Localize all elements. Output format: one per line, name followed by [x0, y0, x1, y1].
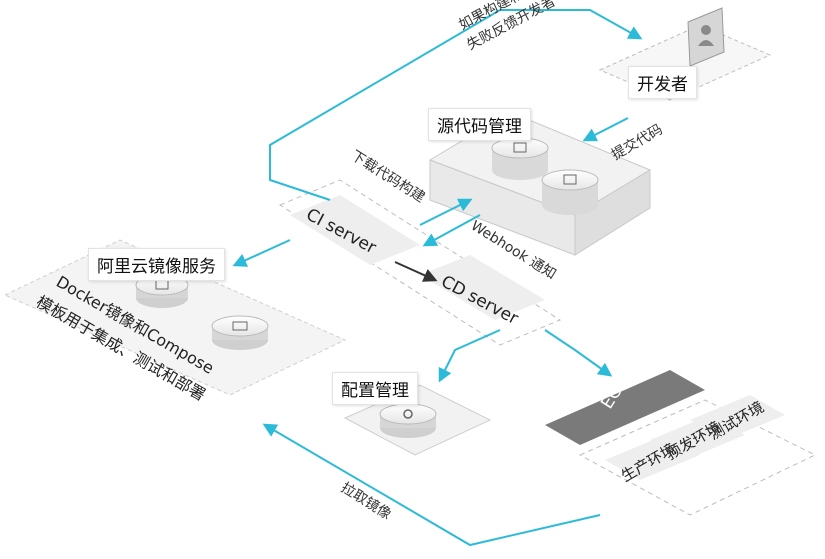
commit-label: 提交代码: [609, 121, 666, 164]
ci-to-cd-arrow: [394, 261, 438, 282]
ci-server-plate: [290, 195, 420, 265]
flow-arrows: [232, 9, 643, 547]
download-label: 下载代码构建: [348, 148, 428, 206]
source-repo-node: [428, 111, 652, 256]
config-arrow: [438, 329, 501, 383]
database-icon: [491, 137, 549, 180]
ci-cd-band: [278, 179, 562, 346]
ecs-header: [545, 370, 705, 445]
source-repo-label: 源代码管理: [428, 108, 531, 141]
download-arrow: [419, 198, 473, 226]
pull-image-arrow: [262, 423, 601, 547]
webhook-arrow: [422, 214, 481, 247]
push-image-arrow: [232, 239, 291, 267]
user-icon: [698, 25, 714, 46]
commit-arrow: [582, 117, 629, 142]
developer-label: 开发者: [628, 66, 697, 99]
gear-icon: [379, 403, 437, 438]
template-icon: [211, 315, 269, 350]
cd-server-plate: [420, 255, 545, 320]
database-icon: [541, 169, 599, 215]
config-mgmt-label: 配置管理: [332, 372, 418, 405]
deploy-arrow: [544, 329, 613, 377]
env-prod-plate: [605, 435, 700, 480]
aliyun-registry-label: 阿里云镜像服务: [88, 248, 225, 281]
pull-image-label: 拉取镜像: [338, 480, 394, 523]
feedback-arrow: [269, 9, 643, 201]
ecs-node: [545, 370, 817, 516]
